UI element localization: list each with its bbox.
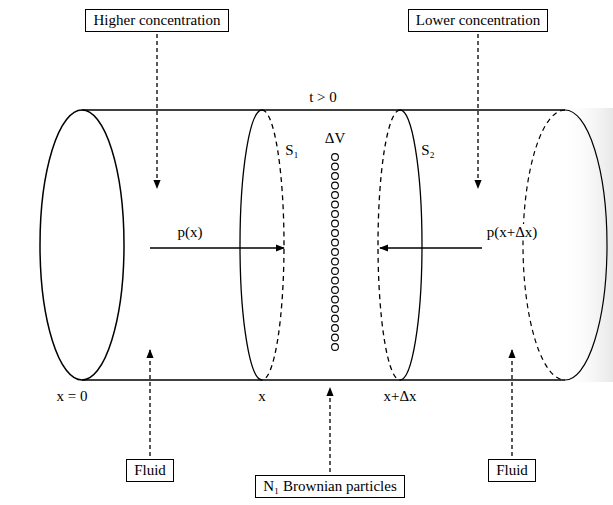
particle [332,315,339,322]
particle [332,163,339,170]
tube-right-end [565,110,607,380]
particle [332,249,339,256]
particle [332,192,339,199]
tube-fade [560,108,613,382]
diagram-label: p(x+Δx) [485,224,540,241]
box-text: Fluid [134,462,166,479]
label-box: N₁ Brownian particles [255,475,405,498]
box-text: Lower concentration [416,12,541,29]
particle [332,344,339,351]
pointer-arrow [329,388,330,472]
pressure-arrow [150,247,284,249]
surface-s1 [240,110,262,380]
diagram-label: x [256,388,268,405]
tube-right-end-hidden [523,110,565,380]
pressure-arrow [380,247,482,249]
label-box: Fluid [488,459,536,482]
particle [332,306,339,313]
box-text: Fluid [496,462,528,479]
particle [332,239,339,246]
particle [332,268,339,275]
pointer-arrow [477,34,478,188]
label-box: Higher concentration [85,9,228,32]
surface-s2-hidden [378,110,400,380]
particle [332,182,339,189]
tube-bottom [82,379,565,381]
particle [332,211,339,218]
box-text: Higher concentration [93,12,220,29]
box-text: N₁ Brownian particles [263,478,397,495]
pointer-arrow [149,350,150,456]
label-box: Lower concentration [408,9,549,32]
diagram-label: ΔV [323,130,347,147]
particle [332,334,339,341]
diagram-label: p(x) [176,224,205,241]
particle [332,201,339,208]
particle [332,325,339,332]
diagram-label: S₂ [419,142,437,159]
particle [332,287,339,294]
particle [332,277,339,284]
particle [332,230,339,237]
surface-s1-hidden [262,110,284,380]
diagram-label: t > 0 [307,89,339,106]
pointer-arrow [156,34,157,188]
tube-left-end [40,110,124,380]
label-box: Fluid [126,459,174,482]
pointer-arrow [511,350,512,456]
diagram-label: x+Δx [381,388,418,405]
tube-top [82,109,565,111]
particle [332,296,339,303]
brownian-particles [332,154,339,351]
diagram-label: x = 0 [55,388,90,405]
particle [332,173,339,180]
particle [332,258,339,265]
particle [332,220,339,227]
diagram-label: S₁ [283,142,301,159]
particle [332,154,339,161]
